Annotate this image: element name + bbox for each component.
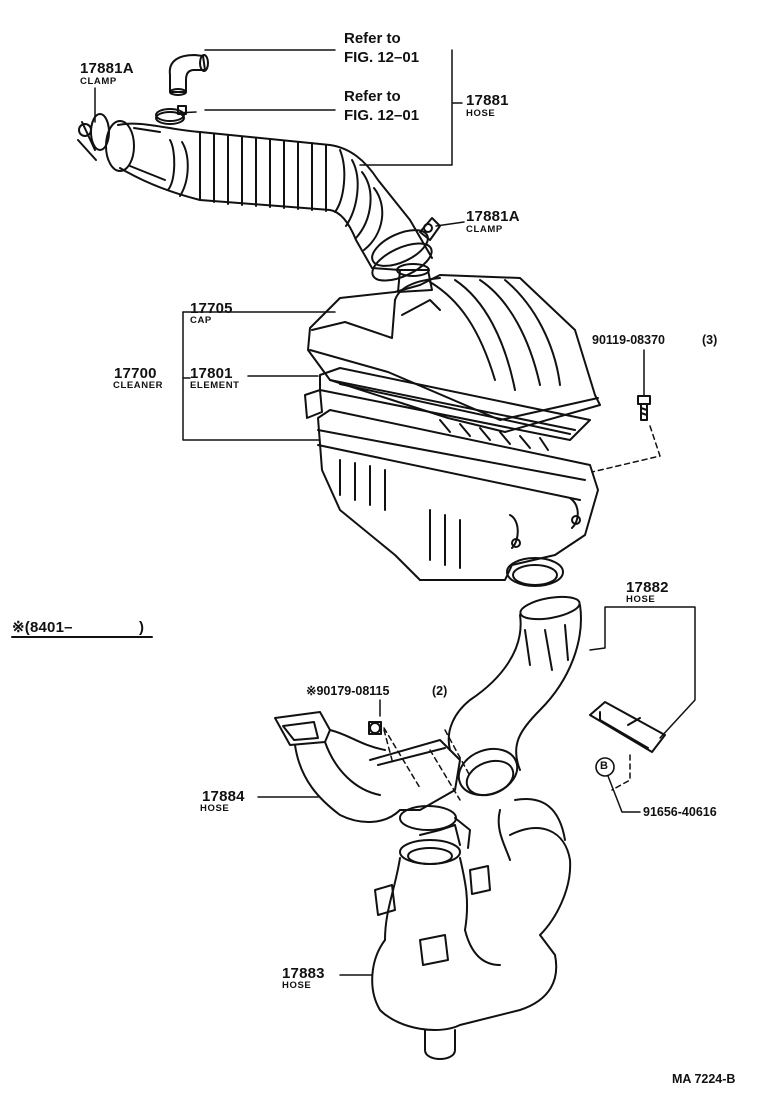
corrugated-hose — [105, 120, 433, 282]
cap-name: CAP — [190, 315, 212, 326]
hose-17882-name: HOSE — [626, 594, 656, 605]
leader-lines — [11, 49, 696, 976]
clamp-left — [77, 113, 110, 161]
hose-17884-name: HOSE — [200, 803, 230, 814]
cleaner-name: CLEANER — [113, 380, 164, 391]
nut-qty: (2) — [432, 684, 448, 698]
clamp-right — [419, 217, 441, 241]
clamp-top-left-name: CLAMP — [80, 76, 117, 87]
small-elbow-hose — [168, 54, 209, 96]
clip-b — [589, 701, 666, 753]
hose-17883-number: 17883 — [282, 965, 325, 982]
bolt-number: 90119-08370 — [592, 333, 665, 347]
refer-1-line2: FIG. 12–01 — [344, 49, 420, 66]
refer-1-line1: Refer to — [344, 30, 401, 47]
figure-code: MA 7224-B — [672, 1072, 736, 1086]
clamp-right-name: CLAMP — [466, 224, 503, 235]
hose-17881-name: HOSE — [466, 108, 496, 119]
clip-b-mark-circle — [595, 757, 615, 777]
hose-17883 — [371, 798, 572, 1060]
bolt-qty: (3) — [702, 333, 718, 347]
cleaner-number: 17700 — [114, 365, 157, 382]
air-cleaner-cap — [307, 263, 601, 433]
hose-17882-number: 17882 — [626, 579, 669, 596]
serial-note: ※(8401– — [12, 619, 73, 636]
clamp-right-number: 17881A — [466, 208, 520, 225]
air-cleaner-case — [304, 389, 599, 587]
refer-2-line1: Refer to — [344, 88, 401, 105]
cap-number: 17705 — [190, 300, 233, 317]
clip-b-number: 91656-40616 — [643, 805, 717, 819]
bolt — [637, 395, 651, 421]
clip-b-mark: B — [600, 760, 608, 772]
filter-element — [319, 367, 591, 451]
serial-note-close: ) — [139, 619, 145, 636]
element-number: 17801 — [190, 365, 233, 382]
element-name: ELEMENT — [190, 380, 240, 391]
refer-2-line2: FIG. 12–01 — [344, 107, 420, 124]
hose-17884 — [274, 711, 461, 831]
hose-17881-number: 17881 — [466, 92, 509, 109]
hose-17883-name: HOSE — [282, 980, 312, 991]
nut-number: ※90179-08115 — [306, 684, 390, 698]
small-clamp — [155, 105, 187, 125]
hose-17884-number: 17884 — [202, 788, 245, 805]
hose-17882 — [447, 595, 582, 797]
clamp-top-left-number: 17881A — [80, 60, 134, 77]
